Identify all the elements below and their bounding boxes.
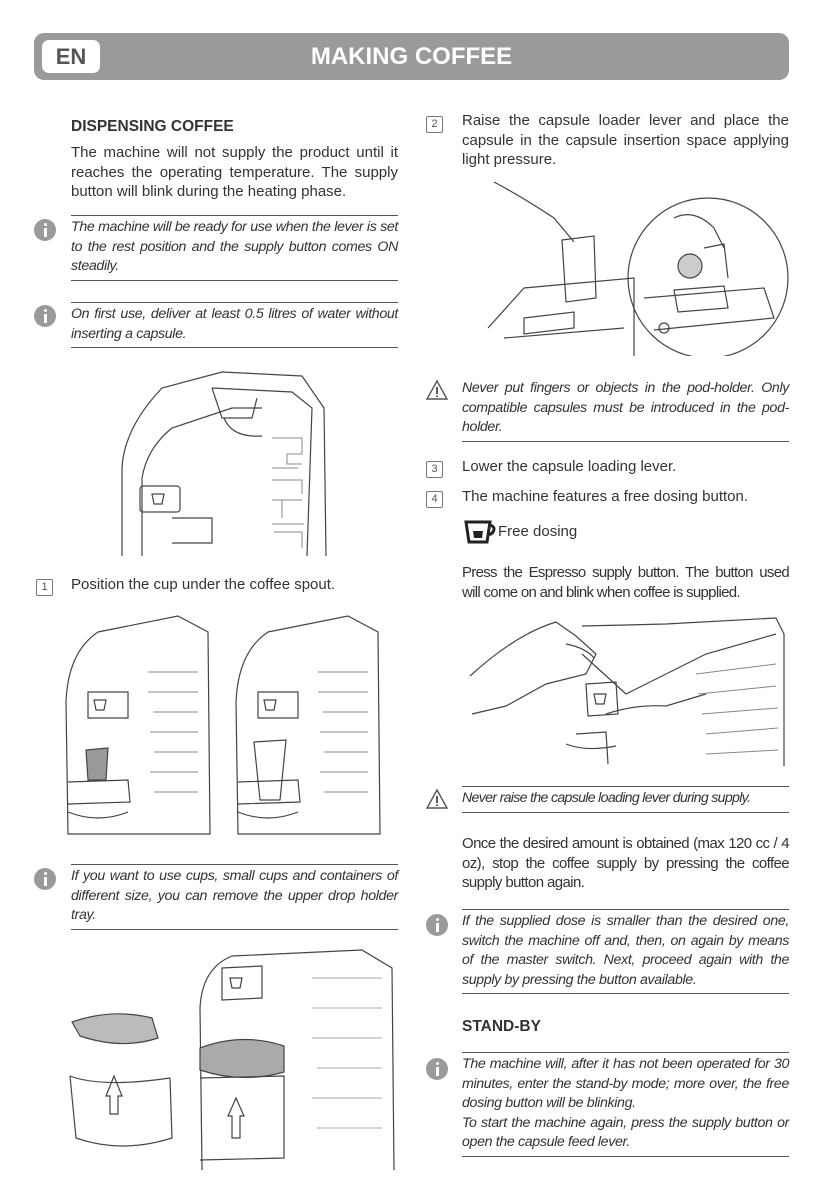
capsule-insertion-illustration: [484, 178, 789, 356]
info-icon: [426, 914, 448, 936]
amount-text: Once the desired amount is obtained (max…: [462, 835, 790, 891]
info-icon: [34, 305, 56, 327]
intro-text: The machine will not supply the product …: [71, 144, 398, 200]
step-number-4: 4: [426, 491, 443, 508]
note-remove-tray: If you want to use cups, small cups and …: [71, 864, 398, 930]
press-espresso-text: Press the Espresso supply button. The bu…: [462, 564, 790, 601]
standby-text-1: The machine will, after it has not been …: [462, 1056, 789, 1111]
page-title: MAKING COFFEE: [310, 43, 513, 70]
press-button-illustration: [466, 614, 786, 766]
note-ready: The machine will be ready for use when t…: [71, 215, 398, 281]
info-icon: [34, 219, 56, 241]
info-icon: [34, 868, 56, 890]
warning-icon: [425, 788, 449, 809]
step3-text: Lower the capsule loading lever.: [462, 458, 677, 475]
warning-icon: [425, 379, 449, 400]
step2-text: Raise the capsule loader lever and place…: [462, 112, 789, 168]
note-first-use: On first use, deliver at least 0.5 litre…: [71, 302, 398, 348]
note-standby: The machine will, after it has not been …: [462, 1052, 789, 1157]
drip-tray-illustration: [62, 948, 398, 1170]
free-dosing-label: Free dosing: [498, 523, 578, 540]
note-dose-smaller: If the supplied dose is smaller than the…: [462, 909, 789, 994]
step4-text: The machine features a free dosing butto…: [462, 488, 749, 505]
section-title-standby: STAND-BY: [462, 1018, 541, 1035]
cup-button-icon: [464, 520, 496, 544]
info-icon: [426, 1058, 448, 1080]
step1-text: Position the cup under the coffee spout.: [71, 576, 336, 593]
step-number-3: 3: [426, 461, 443, 478]
section-title-dispensing: DISPENSING COFFEE: [71, 118, 234, 135]
language-badge: EN: [42, 40, 100, 73]
step-number-2: 2: [426, 116, 443, 133]
warning-lever-supply: Never raise the capsule loading lever du…: [462, 786, 789, 813]
standby-text-2: To start the machine again, press the su…: [462, 1114, 789, 1151]
cup-position-illustration: [58, 612, 388, 837]
machine-illustration: [112, 368, 334, 558]
step-number-1: 1: [36, 579, 53, 596]
page-header: EN MAKING COFFEE: [34, 33, 789, 80]
warning-pod-holder: Never put fingers or objects in the pod-…: [462, 377, 789, 442]
